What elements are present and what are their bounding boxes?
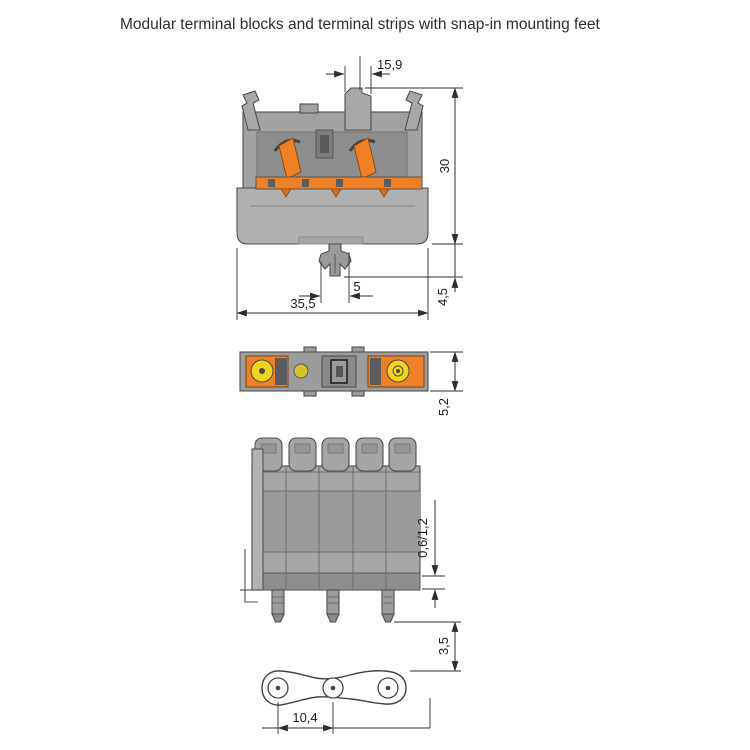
dim-height-group: 30 (365, 87, 463, 245)
dim-overall-width-group: 35,5 (236, 248, 429, 320)
solder-pin (381, 589, 395, 623)
module-top (321, 437, 350, 472)
dim-pitch-group: 10,4 (262, 698, 431, 734)
hole-center (330, 685, 336, 691)
contact-center-dot (396, 369, 400, 373)
contact-hook-left (273, 138, 301, 152)
module-top (388, 437, 417, 472)
hole-center (385, 685, 391, 691)
center-tab (344, 87, 372, 131)
dim-foot-depth-group: 4,5 (344, 244, 463, 306)
solder-pin (326, 589, 340, 623)
dim-pin-length-group: 3,5 (394, 621, 461, 672)
pin-body (381, 589, 395, 615)
solder-pin (271, 589, 285, 623)
housing-lower (236, 187, 429, 245)
top-rib (299, 103, 319, 114)
contact-circle-small (293, 363, 309, 379)
test-slot-opening (320, 135, 329, 153)
dim-label-foot-depth: 4,5 (435, 288, 450, 306)
page-title: Modular terminal blocks and terminal str… (120, 16, 600, 33)
dim-label-partition: 0,6/1,2 (415, 518, 430, 558)
end-plate (251, 448, 264, 591)
dim-label-height: 30 (437, 159, 452, 173)
bottom-view (239, 346, 429, 397)
release-lever-left (241, 90, 261, 131)
dim-label-tab-width: 15,9 (377, 57, 402, 72)
bottom-notch (298, 236, 364, 245)
module-top (288, 437, 317, 472)
release-lever-right (404, 90, 424, 131)
dim-label-pin-length: 3,5 (436, 637, 451, 655)
module-top-slot (294, 443, 311, 454)
block-row-midband (252, 491, 420, 552)
clamp-spring-left (278, 137, 302, 180)
module-top-slot (361, 443, 378, 454)
busbar-tooth (330, 188, 342, 198)
dim-label-overall-width: 35,5 (290, 296, 315, 311)
pin-tip (271, 613, 285, 623)
hole-center (275, 685, 281, 691)
clamp-spring-right (353, 137, 377, 180)
pin-tip (381, 613, 395, 623)
dim-label-pitch: 10,4 (292, 710, 317, 725)
dim-foot-width-group: 5 (299, 252, 373, 303)
pin-body (271, 589, 285, 615)
rail-bracket (244, 549, 258, 603)
front-view (240, 437, 421, 706)
contact-center-dot (259, 368, 265, 374)
contact-hook-right (348, 138, 376, 152)
busbar-tooth (280, 188, 292, 198)
module-top-slot (327, 443, 344, 454)
dim-strip-depth-group: 5,2 (430, 351, 463, 416)
dim-partition-group: 0,6/1,2 (415, 500, 445, 608)
clamp-dark-insert (275, 358, 287, 385)
side-view (236, 87, 429, 277)
contact-ring (392, 365, 404, 377)
module-top (355, 437, 384, 472)
center-slot (336, 366, 343, 377)
busbar-slot (384, 179, 391, 187)
busbar-tooth (378, 188, 390, 198)
module-top-slot (394, 443, 411, 454)
dim-tab-width-group: 15,9 (326, 56, 402, 94)
busbar-slot (336, 179, 343, 187)
block-row-base (251, 572, 421, 591)
dim-label-strip-depth: 5,2 (436, 398, 451, 416)
clamp-dark-insert (370, 358, 381, 385)
pin-body (326, 589, 340, 615)
busbar-slot (302, 179, 309, 187)
dim-label-foot-width: 5 (353, 279, 360, 294)
busbar-slot (268, 179, 275, 187)
pin-tip (326, 613, 340, 623)
